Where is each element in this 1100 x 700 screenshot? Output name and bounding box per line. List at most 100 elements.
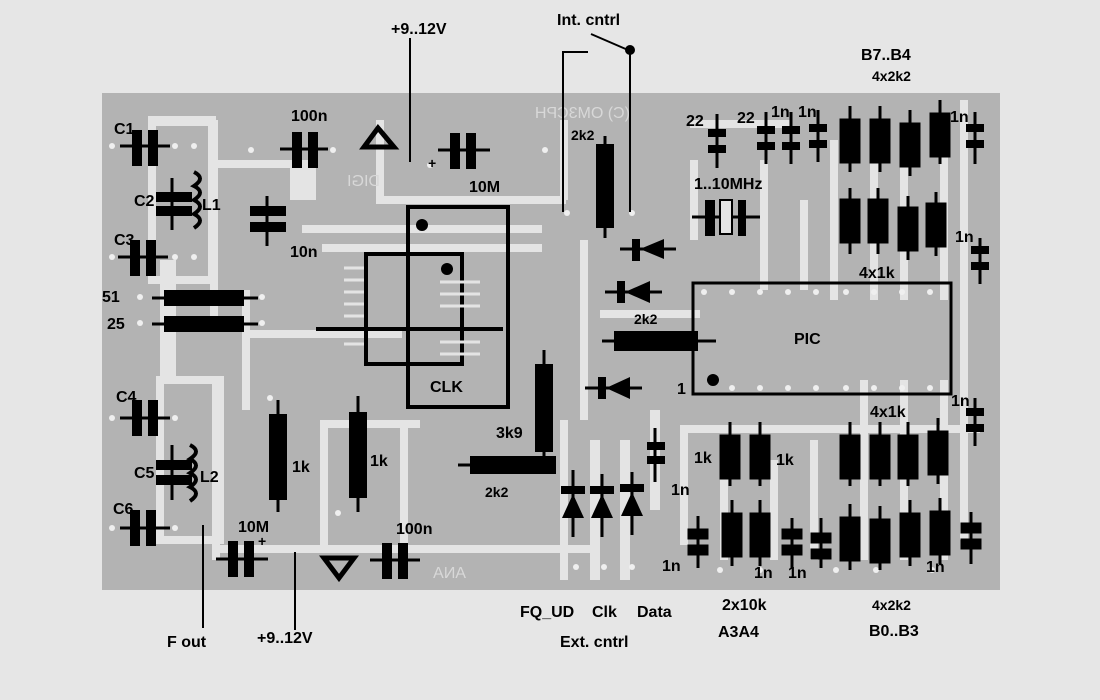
label-1n-e: 1n (951, 393, 970, 410)
pic-pin1-dot (707, 374, 719, 386)
plus-mark: + (258, 533, 266, 549)
pic-microcontroller-outline (691, 281, 953, 396)
f-out-label: F out (167, 634, 207, 651)
label-1n-c: 1n (950, 109, 969, 126)
capacitor-1n-top-right (966, 112, 984, 164)
capacitor-100n-top (280, 132, 328, 168)
label-100n-bottom: 100n (396, 521, 432, 538)
label-10n: 10n (290, 244, 318, 261)
ground-symbol-bottom (319, 555, 359, 583)
capacitor-c6 (120, 510, 170, 546)
label-1k-left: 1k (292, 459, 310, 476)
ext-pin-fq-ud: FQ_UD (520, 604, 574, 621)
supply-label-bottom: +9..12V (257, 630, 313, 647)
ext-pin-data: Data (637, 604, 672, 621)
label-c6: C6 (113, 501, 134, 518)
capacitor-10M-top: + (428, 133, 490, 171)
resistor-array-4x1k-bottom (839, 418, 949, 486)
label-1k-a3: 1k (694, 450, 712, 467)
diode-1 (620, 239, 676, 261)
digital-ground-mark: DIGI (347, 173, 380, 190)
capacitor-1n-right-mid (971, 238, 989, 284)
label-c5: C5 (134, 465, 155, 482)
label-1n-d: 1n (955, 229, 974, 246)
ext-control-diodes (561, 470, 644, 537)
capacitor-c2-inductor-l1 (156, 170, 202, 230)
label-1n-i: 1n (926, 559, 945, 576)
resistor-2k2-low (458, 456, 556, 474)
label-c1: C1 (114, 121, 135, 138)
label-1n-f: 1n (662, 558, 681, 575)
resistor-array-a3a4 (719, 422, 771, 566)
capacitor-1n-b (809, 110, 827, 162)
ext-control-label: Ext. cntrl (560, 634, 628, 651)
label-1n-ext: 1n (671, 482, 690, 499)
label-pic: PIC (794, 331, 821, 348)
resistor-3k9 (535, 350, 553, 462)
label-1k-a4: 1k (776, 452, 794, 469)
b0-b3-value: 4x2k2 (872, 597, 911, 613)
label-2k2-int: 2k2 (571, 127, 595, 143)
label-1n-b: 1n (798, 104, 817, 121)
resistor-1k-left (269, 400, 287, 512)
label-c2: C2 (134, 193, 155, 210)
resistor-25 (152, 316, 258, 332)
resistor-array-b0-b3 (839, 498, 951, 570)
capacitor-10M-bottom: + (216, 533, 268, 577)
label-1n-g: 1n (754, 565, 773, 582)
plus-mark: + (428, 155, 436, 171)
label-10M-top: 10M (469, 179, 500, 196)
label-25: 25 (107, 316, 125, 333)
capacitor-1n-a (782, 112, 800, 164)
resistor-51 (152, 290, 258, 306)
capacitor-10n (250, 196, 286, 246)
label-clk: CLK (430, 379, 463, 396)
int-control-lead-left (562, 51, 588, 212)
capacitors-1n-bottom-row (687, 512, 982, 568)
a3a4-value: 2x10k (722, 597, 767, 614)
analog-ground-mark: ANA (433, 565, 466, 582)
capacitor-c1 (120, 130, 170, 166)
a3a4-title: A3A4 (718, 624, 759, 641)
dds-module-outline (316, 205, 510, 409)
label-51: 51 (102, 289, 120, 306)
capacitor-c5-inductor-l2 (156, 443, 198, 503)
diode-3 (585, 377, 642, 399)
label-2k2-low: 2k2 (485, 484, 509, 500)
label-22-a: 22 (686, 113, 704, 130)
label-l1: L1 (202, 197, 221, 214)
crystal-oscillator (692, 199, 760, 236)
pin1-dot-dds (416, 219, 428, 231)
b0-b3-title: B0..B3 (869, 623, 919, 640)
label-1n-a: 1n (771, 104, 790, 121)
capacitor-c3 (118, 240, 168, 276)
label-3k9: 3k9 (496, 425, 523, 442)
label-1n-h: 1n (788, 565, 807, 582)
label-100n-top: 100n (291, 108, 327, 125)
label-c3: C3 (114, 232, 135, 249)
int-control-label: Int. cntrl (557, 12, 620, 29)
ground-symbol-top (359, 123, 400, 150)
diode-2 (605, 281, 662, 303)
resistor-2k2-int (596, 136, 614, 238)
capacitor-22-b (757, 112, 775, 164)
resistor-array-4x1k-top (839, 188, 947, 260)
capacitor-100n-bottom (370, 543, 420, 579)
label-2k2-mid: 2k2 (634, 311, 658, 327)
label-l2: L2 (200, 469, 219, 486)
label-4x1k-top: 4x1k (859, 265, 895, 282)
ext-pin-clk: Clk (592, 604, 617, 621)
label-4x1k-bottom: 4x1k (870, 404, 906, 421)
label-22-b: 22 (737, 110, 755, 127)
capacitor-1n-right-low (966, 398, 984, 446)
supply-label-top: +9..12V (391, 21, 447, 38)
capacitor-1n-ext (647, 428, 665, 482)
int-control-switch (590, 33, 629, 51)
pin1-dot-chip (441, 263, 453, 275)
resistor-array-b7-b4 (839, 100, 951, 176)
b7-b4-value: 4x2k2 (872, 68, 911, 84)
dds-pin-rows (344, 266, 480, 356)
label-crystal: 1..10MHz (694, 176, 762, 193)
label-10M-bottom: 10M (238, 519, 269, 536)
